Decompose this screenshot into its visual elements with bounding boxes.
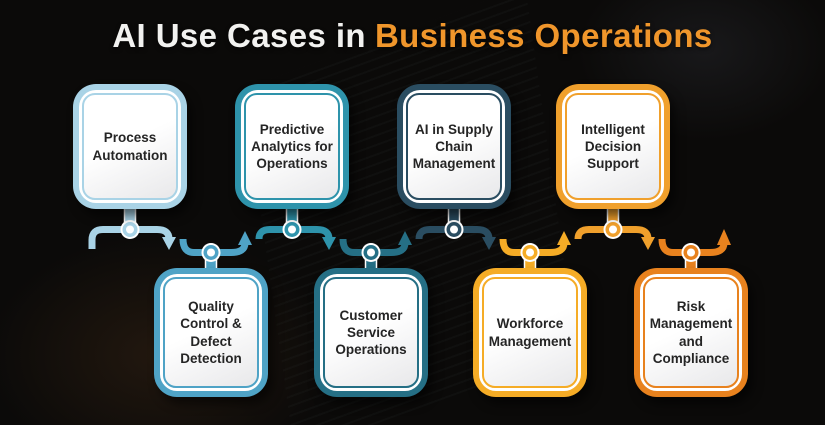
card-frame: Predictive Analytics for Operations (241, 90, 343, 203)
flow-arrowhead (162, 237, 176, 250)
card-intelligent-decision-support: Intelligent Decision Support (556, 84, 670, 209)
flow-arrowhead (398, 231, 412, 245)
connector-node-center (609, 225, 617, 234)
card-frame: Workforce Management (479, 274, 581, 391)
connector-node-center (687, 248, 695, 257)
title-highlight: Business Operations (374, 17, 713, 54)
card-frame: Customer Service Operations (320, 274, 422, 391)
card-frame: Quality Control & Defect Detection (160, 274, 262, 391)
connector-node-center (526, 248, 534, 257)
card-label: Workforce Management (482, 277, 578, 388)
card-ai-in-supply-chain-management: AI in Supply Chain Management (397, 84, 511, 209)
card-workforce-management: Workforce Management (473, 268, 587, 397)
card-quality-control-defect-detection: Quality Control & Defect Detection (154, 268, 268, 397)
card-label: Intelligent Decision Support (565, 93, 661, 200)
connector-node-center (367, 248, 375, 257)
connector-node-center (207, 248, 215, 257)
connector-node-center (126, 225, 134, 234)
flow-arrowhead (322, 237, 336, 250)
connector-node-center (288, 225, 296, 234)
flow-arrowhead (717, 229, 731, 245)
card-frame: Process Automation (79, 90, 181, 203)
card-customer-service-operations: Customer Service Operations (314, 268, 428, 397)
card-process-automation: Process Automation (73, 84, 187, 209)
flow-arrowhead (557, 231, 571, 245)
card-frame: Intelligent Decision Support (562, 90, 664, 203)
flow-arrowhead (482, 237, 496, 250)
flow-arrowhead (641, 237, 655, 250)
flow-arrowhead (238, 231, 252, 245)
card-label: AI in Supply Chain Management (406, 93, 502, 200)
card-risk-management-and-compliance: Risk Management and Compliance (634, 268, 748, 397)
card-label: Customer Service Operations (323, 277, 419, 388)
connector-node-center (450, 225, 458, 234)
card-frame: AI in Supply Chain Management (403, 90, 505, 203)
card-predictive-analytics-for-operations: Predictive Analytics for Operations (235, 84, 349, 209)
title-prefix: AI Use Cases in (112, 17, 366, 54)
card-label: Quality Control & Defect Detection (163, 277, 259, 388)
card-label: Predictive Analytics for Operations (244, 93, 340, 200)
card-label: Process Automation (82, 93, 178, 200)
flow-segment (88, 226, 173, 249)
card-frame: Risk Management and Compliance (640, 274, 742, 391)
card-label: Risk Management and Compliance (643, 277, 739, 388)
